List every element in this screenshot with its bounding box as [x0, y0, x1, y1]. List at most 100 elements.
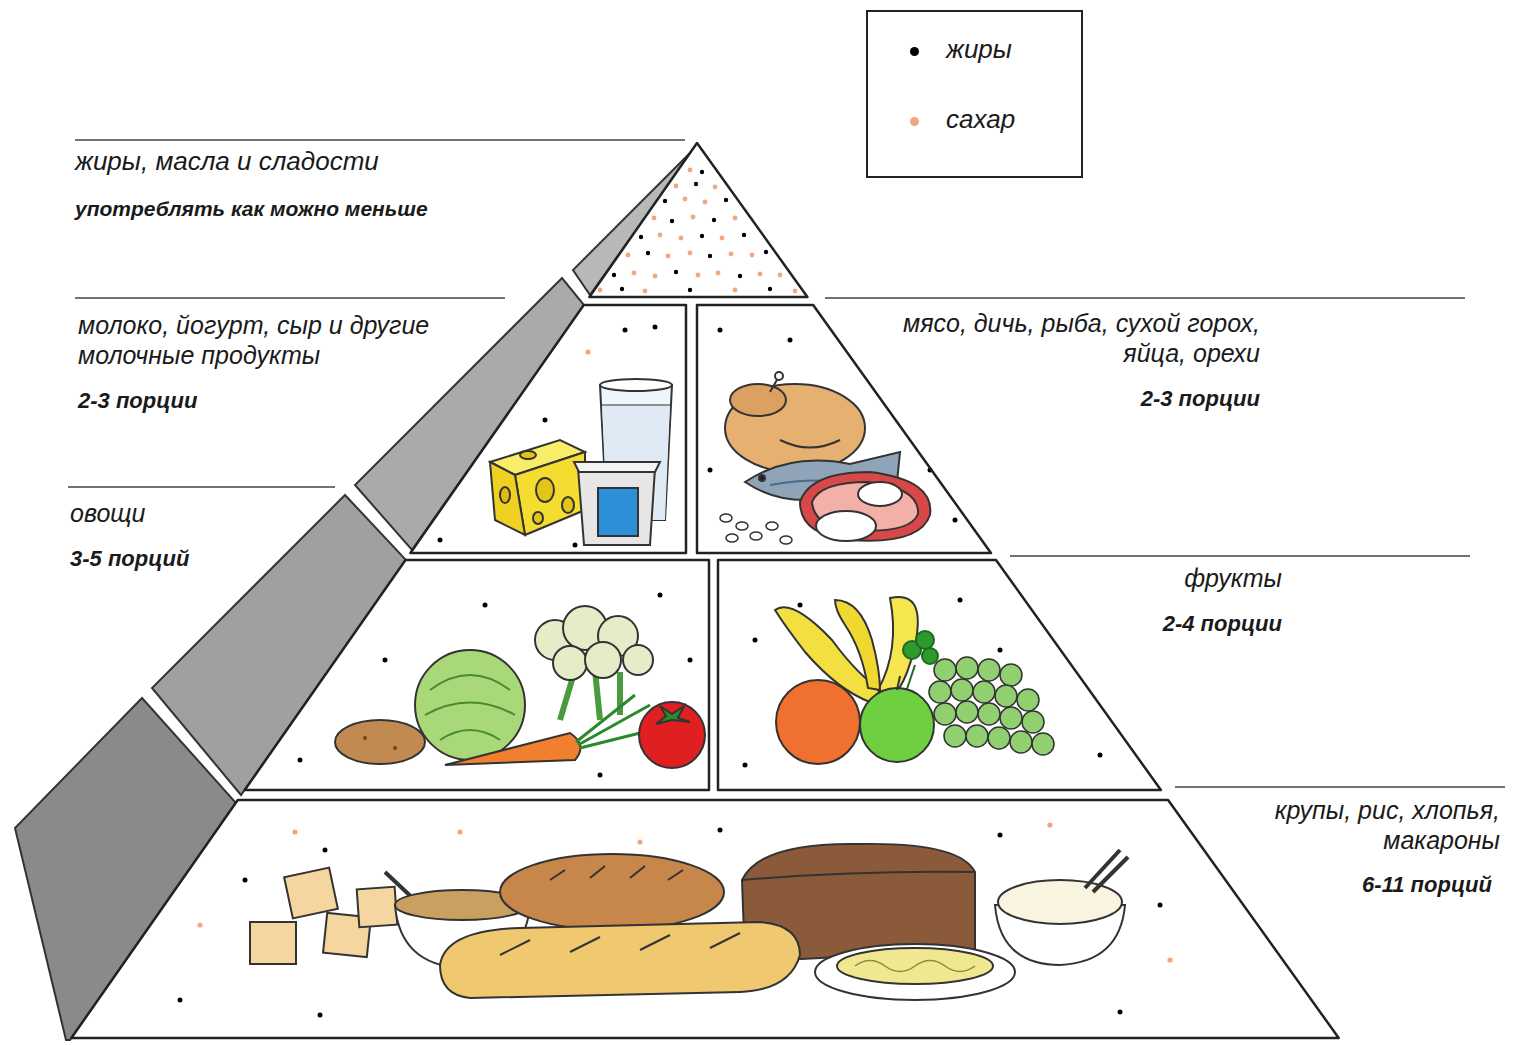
legend-dot: [910, 117, 919, 126]
pasta-plate-picture: [837, 948, 993, 984]
sugar-dot: [688, 168, 693, 173]
grapes-picture: [1017, 689, 1039, 711]
pyramid-front-face: [71, 800, 1339, 1038]
fat-dot: [788, 338, 793, 343]
cheese-picture: [536, 478, 554, 502]
grapes-picture: [988, 727, 1010, 749]
fat-dot: [598, 773, 603, 778]
fat-dot: [178, 170, 1163, 1018]
fat-dot: [663, 199, 667, 203]
fat-dot: [323, 848, 328, 853]
grapes-picture: [1000, 707, 1022, 729]
grapes-picture: [956, 701, 978, 723]
fats-sweets-band: жиры, масла и сладостиупотреблять как мо…: [70, 132, 830, 304]
pyramid-front-face: [245, 560, 709, 790]
rice-bowl-picture: [1093, 857, 1128, 892]
legend-row: жиры: [868, 32, 1081, 72]
chicken-picture: [775, 372, 783, 380]
grapes-picture: [956, 657, 978, 679]
fat-dot: [243, 878, 248, 883]
fat-dot: [178, 998, 183, 1003]
fruit-band: фрукты2-4 порции: [712, 556, 1502, 796]
rule-line: [75, 297, 505, 299]
milk-glass-picture: [600, 379, 672, 391]
steak-picture: [858, 482, 902, 506]
rule-line: [825, 297, 1465, 299]
pyramid-front-face: [718, 560, 1161, 790]
pasta-plate-picture: [815, 944, 1015, 1000]
fat-dot: [694, 182, 698, 186]
sugar-dot: [713, 185, 718, 190]
fat-dot: [646, 251, 650, 255]
fat-dot: [768, 287, 772, 291]
legend-label: жиры: [946, 32, 1081, 65]
potato-picture: [363, 736, 367, 740]
grapes-picture: [978, 703, 1000, 725]
sugar-dot: [632, 271, 637, 276]
pyramid-front-face: [589, 143, 807, 297]
grapes-picture: [934, 703, 956, 725]
meat-band: мясо, дичь, рыба, сухой горох, яйца, оре…: [690, 300, 1480, 558]
serving-note: 6-11 порций: [1240, 872, 1492, 898]
cauliflower-picture: [585, 642, 621, 678]
band-outline: [712, 556, 1502, 796]
sugar-dot: [716, 271, 721, 276]
rule-line: [75, 139, 685, 141]
fat-dot: [688, 288, 692, 292]
fat-dot: [743, 763, 748, 768]
vegetable-band: овощи3-5 порций: [60, 490, 715, 795]
nuts-picture: [726, 534, 738, 542]
sugar-dot: [778, 273, 783, 278]
cracker-picture: [250, 868, 397, 964]
sugar-dot: [683, 197, 688, 202]
nuts-picture: [720, 514, 732, 522]
yogurt-picture: [574, 462, 660, 472]
pyramid-front-face: [697, 305, 991, 553]
carrot-picture: [445, 695, 660, 765]
sugar-dot: [652, 216, 657, 221]
food-group-label: фрукты: [1030, 563, 1282, 593]
fat-dot: [623, 328, 628, 333]
cauliflower-picture: [553, 646, 587, 680]
sugar-dot: [696, 273, 701, 278]
parsley-picture: [916, 631, 934, 649]
cabbage-picture: [425, 675, 515, 740]
grapes-picture: [929, 681, 951, 703]
cracker-picture: [357, 887, 398, 928]
rice-bowl-picture: [995, 850, 1128, 965]
grapes-picture: [1032, 733, 1054, 755]
fat-dot: [708, 254, 712, 258]
sugar-dot: [793, 289, 798, 294]
tomato-picture: [639, 702, 705, 768]
nuts-picture: [736, 522, 748, 530]
legend-row: сахар: [868, 102, 1081, 142]
fat-dot: [653, 325, 658, 330]
fat-dot: [738, 274, 742, 278]
fat-dot: [742, 233, 746, 237]
apple-picture: [860, 688, 934, 762]
grapes-picture: [973, 681, 995, 703]
steak-picture: [800, 472, 930, 541]
cracker-picture: [250, 922, 296, 964]
bread-loaf-picture: [550, 866, 683, 880]
sugar-dot: [1167, 957, 1172, 962]
dairy-band: молоко, йогурт, сыр и другие молочные пр…: [70, 300, 695, 558]
grapes-picture: [966, 725, 988, 747]
fat-dot: [1158, 903, 1163, 908]
grapes-picture: [1010, 731, 1032, 753]
egg-picture: [816, 511, 876, 541]
fat-dot: [670, 219, 674, 223]
sugar-dot: [292, 829, 297, 834]
serving-note: 2-3 порции: [78, 388, 378, 414]
grapes-picture: [951, 679, 973, 701]
cracker-picture: [284, 868, 338, 919]
cauliflower-picture: [623, 645, 653, 675]
food-group-label: крупы, рис, хлопья, макароны: [1200, 795, 1500, 855]
sugar-dot: [691, 215, 696, 220]
rule-line: [68, 486, 335, 488]
grapes-picture: [978, 659, 1000, 681]
nuts-picture: [766, 522, 778, 530]
serving-note: употреблять как можно меньше: [75, 196, 555, 221]
